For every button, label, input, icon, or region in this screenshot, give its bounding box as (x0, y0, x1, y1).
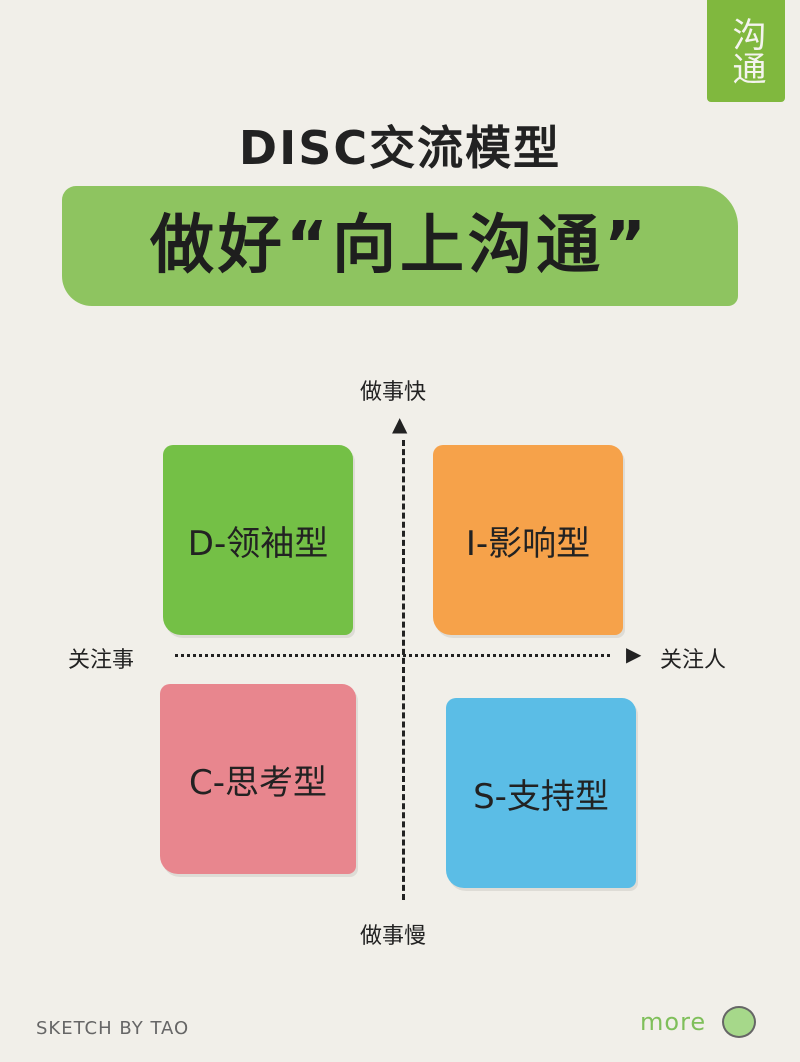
quadrant-label: S-支持型 (473, 776, 609, 817)
vertical-axis (402, 440, 405, 900)
corner-tag: 沟通 (707, 0, 785, 102)
axis-right-label: 关注人 (660, 648, 727, 673)
quadrant-s: S-支持型 (446, 698, 636, 888)
arrow-right-icon: ▶ (626, 642, 642, 666)
arrow-up-icon: ▲ (392, 412, 408, 436)
quadrant-label: D-领袖型 (187, 523, 329, 564)
subtitle-banner: 做好“向上沟通” (62, 186, 738, 306)
quadrant-label: I-影响型 (465, 523, 591, 564)
quadrant-i: I-影响型 (433, 445, 623, 635)
quadrant-label: C-思考型 (188, 762, 327, 803)
credit-text: SKETCH BY TAO (36, 1018, 190, 1039)
axis-left-label: 关注事 (68, 648, 135, 673)
page-title: DISC交流模型 (238, 121, 562, 175)
more-arrow-icon[interactable] (722, 1006, 756, 1038)
more-link[interactable]: more (640, 1008, 707, 1036)
quadrant-c: C-思考型 (160, 684, 356, 874)
subtitle: 做好“向上沟通” (149, 209, 651, 283)
axis-top-label: 做事快 (360, 380, 427, 405)
quadrant-d: D-领袖型 (163, 445, 353, 635)
horizontal-axis (175, 654, 610, 657)
axis-bottom-label: 做事慢 (360, 924, 427, 949)
